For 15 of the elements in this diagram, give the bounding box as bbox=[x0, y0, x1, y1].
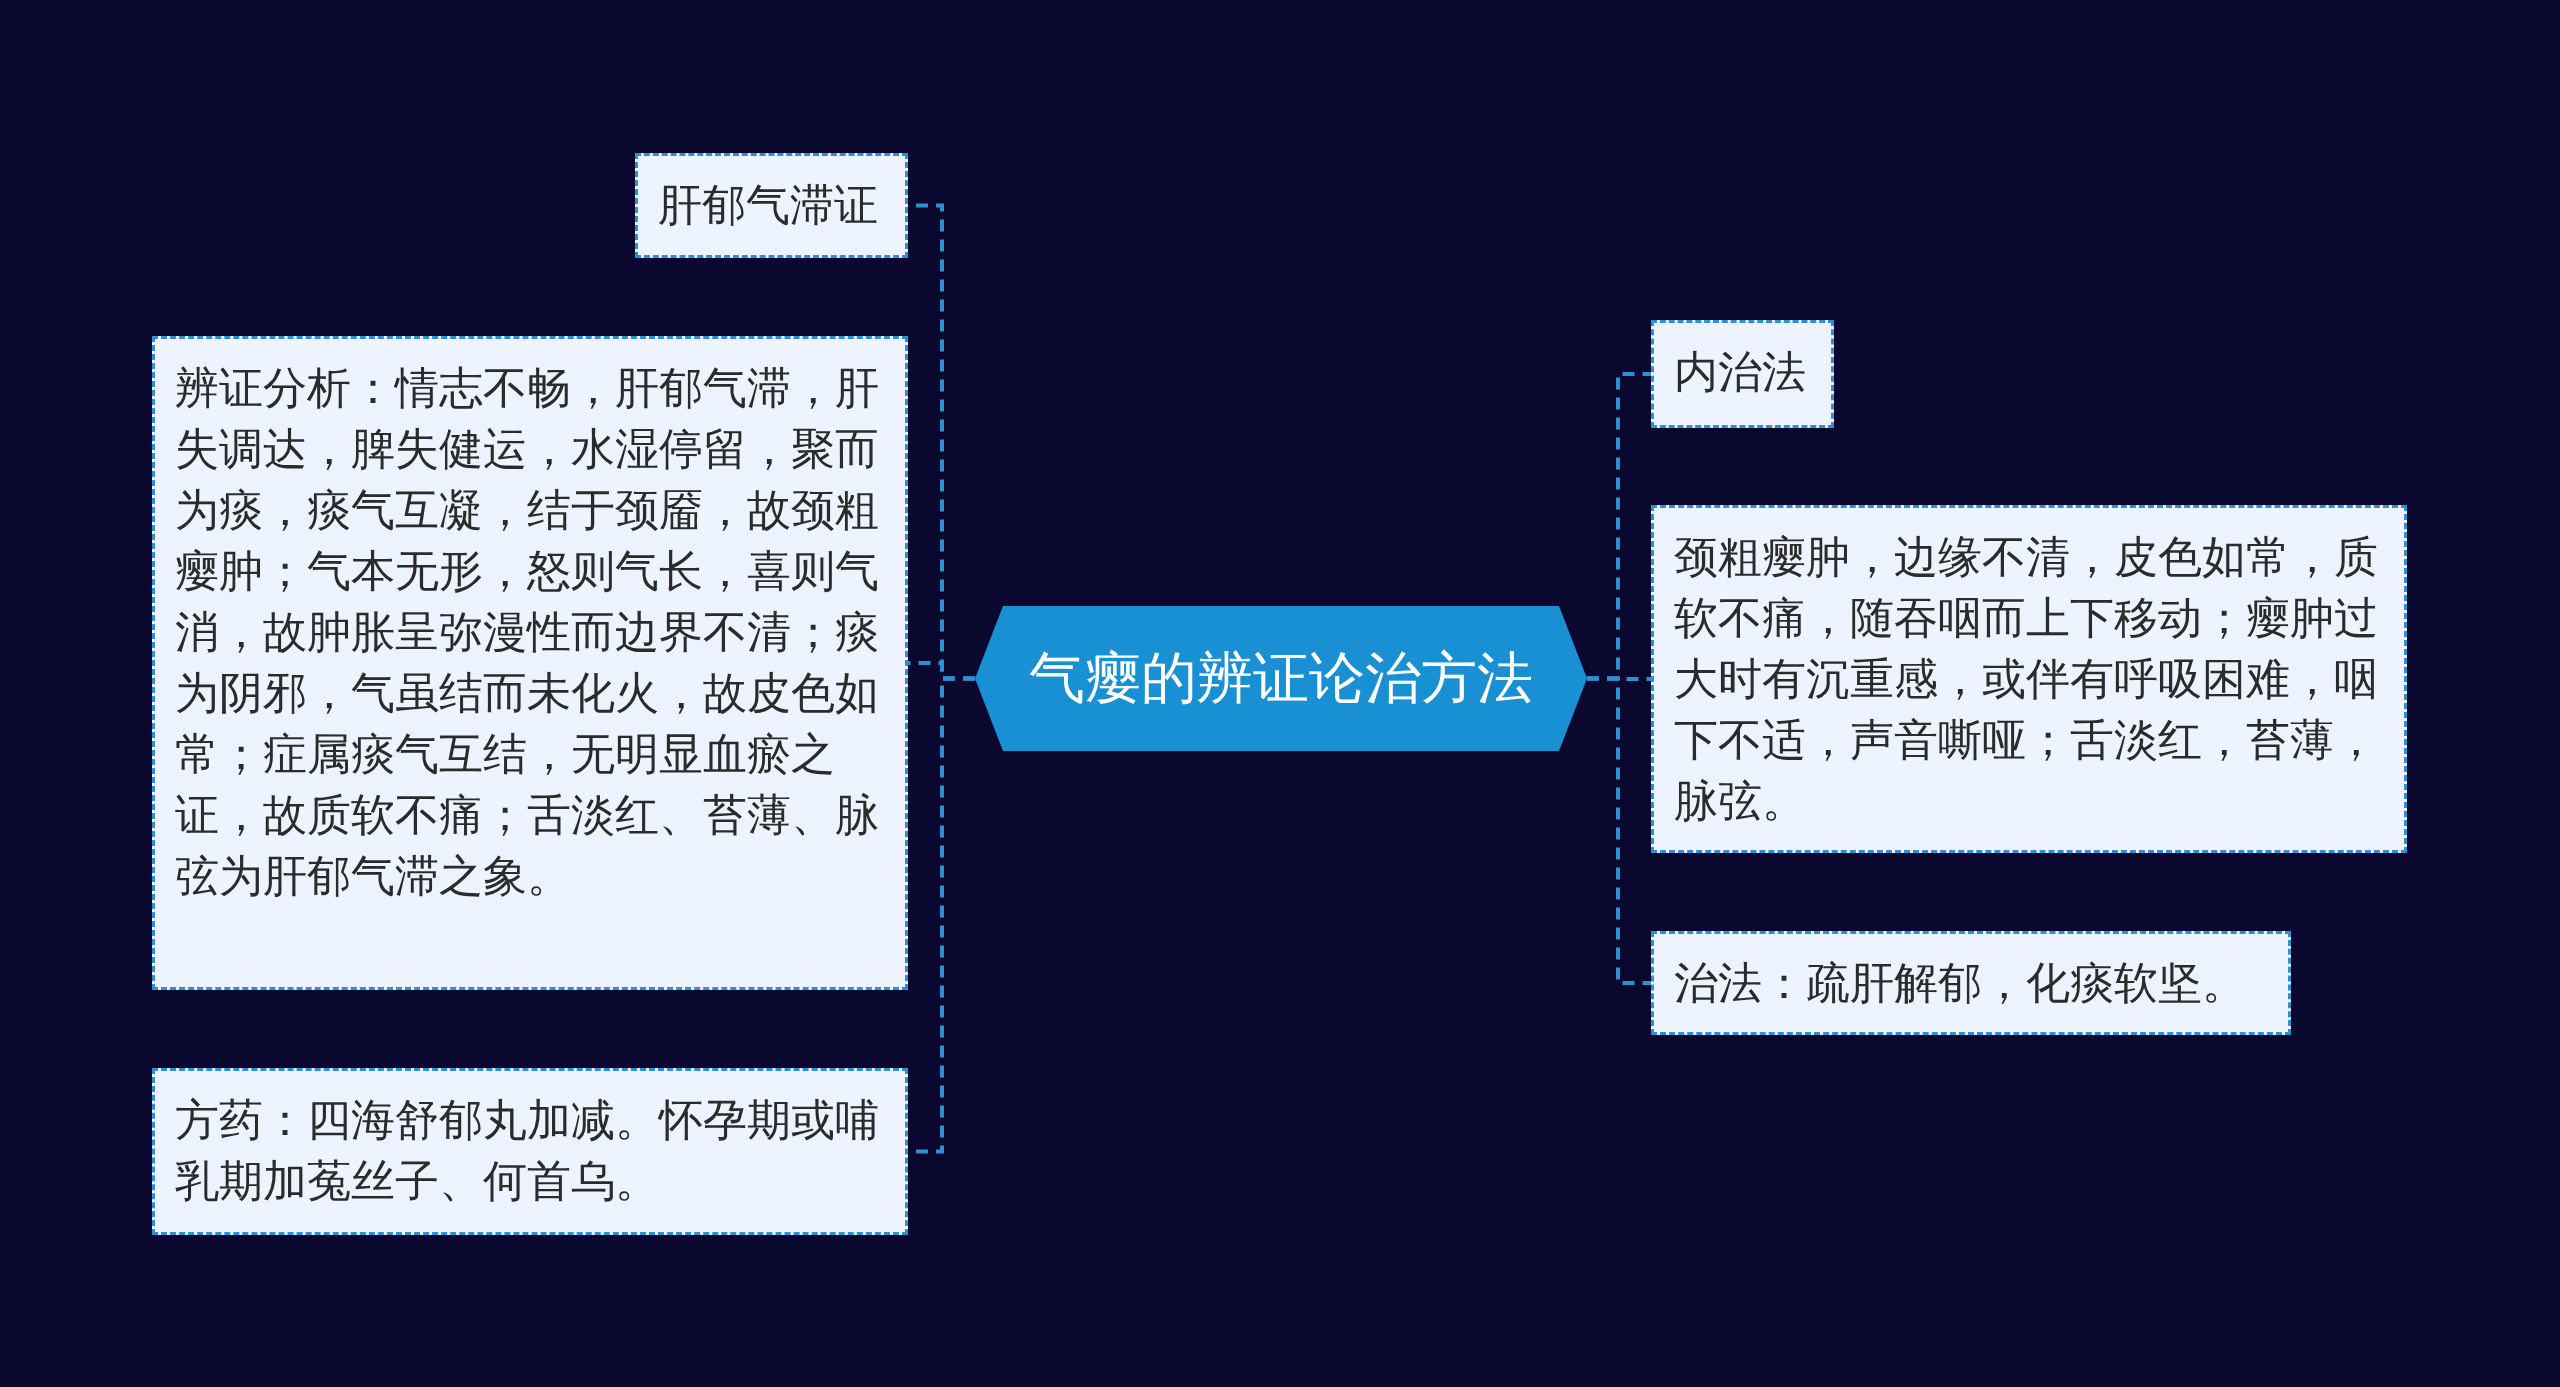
topic-text: 治法：疏肝解郁，化痰软坚。 bbox=[1674, 957, 2246, 1008]
topic-card bbox=[1651, 505, 2407, 853]
topic-card bbox=[152, 336, 908, 990]
topic-card bbox=[152, 1068, 908, 1235]
topic-title: 气瘿的辨证论治方法 bbox=[1029, 643, 1533, 712]
topic-text: 颈粗瘿肿，边缘不清，皮色如常，质软不痛，随吞咽而上下移动；瘿肿过大时有沉重感，或伴有呼吸困难，咽下不适，声音嘶哑；舌淡红，苔薄，脉弦。 bbox=[1674, 531, 2378, 826]
topic-text: 辨证分析：情志不畅，肝郁气滞，肝失调达，脾失健运，水湿停留，聚而为痰，痰气互凝，结于颈靥，故颈粗瘿肿；气本无形，怒则气长，喜则气消，故肿胀呈弥漫性而边界不清；痰为阴邪，气虽结而未化火，故皮色如常；症属痰气互结，无明显血瘀之证，故质软不痛；舌淡红、苔薄、脉弦为肝郁气滞之象。 bbox=[175, 362, 879, 901]
topic-card bbox=[635, 153, 908, 258]
topic-card bbox=[1651, 320, 1834, 428]
topic-text: 方药：四海舒郁丸加减。怀孕期或哺乳期加菟丝子、何首乌。 bbox=[175, 1094, 879, 1206]
topic-text: 内治法 bbox=[1674, 346, 1806, 397]
connector-line bbox=[1587, 676, 1651, 985]
topic-card bbox=[1651, 931, 2291, 1035]
central-topic-hexagon bbox=[975, 606, 1587, 751]
topic-text: 肝郁气滞证 bbox=[658, 179, 878, 230]
